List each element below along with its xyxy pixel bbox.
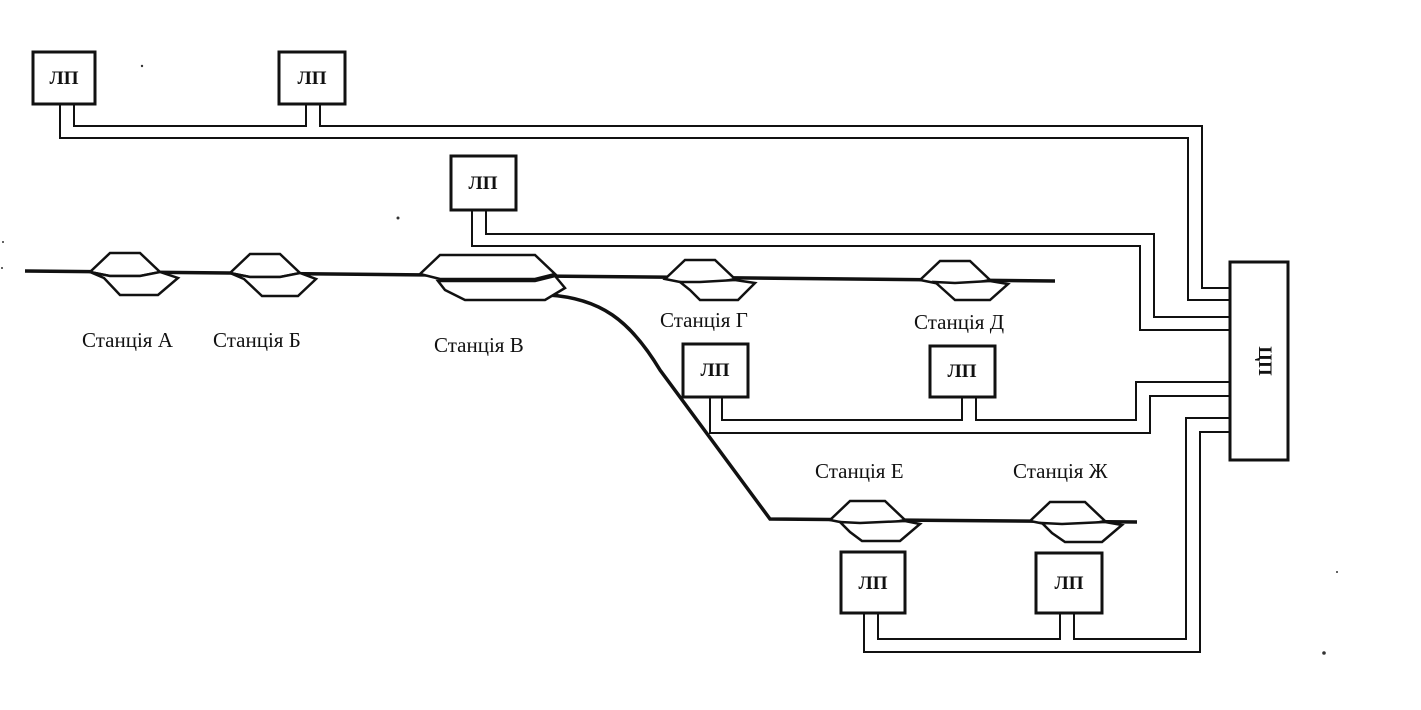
lp-box-station-v-label: ЛП	[469, 173, 498, 194]
station-b-symbol	[227, 252, 303, 279]
lp-box-station-g	[681, 342, 750, 399]
lp-box-station-g-label: ЛП	[701, 360, 730, 381]
wire-gd-inner	[721, 397, 963, 421]
lp-box-station-e-label: ЛП	[859, 573, 888, 594]
wire-v-inner	[485, 210, 1230, 318]
station-b-label: Станція Б	[213, 328, 301, 352]
station-g-symbol-lower	[676, 278, 758, 302]
station-e-symbol-lower	[836, 519, 923, 543]
station-b-symbol-lower	[229, 271, 319, 298]
lp-box-station-zh	[1034, 551, 1104, 615]
station-e-label: Станція Е	[815, 459, 904, 483]
wire-gd-outer	[709, 395, 1230, 434]
scan-specks	[1, 64, 1338, 655]
station-zh-symbol-lower	[1038, 520, 1125, 544]
cp-box-label: ЦП	[1254, 346, 1275, 376]
communication-wires	[59, 104, 1230, 653]
lp-box-station-v	[449, 154, 518, 212]
scan-speck	[1336, 571, 1338, 573]
scan-speck	[2, 241, 4, 243]
line-processors: ЛП ЛП ЛП ЛП ЛП ЛП ЛП	[31, 50, 1104, 615]
station-a-symbol-lower	[89, 270, 181, 297]
station-zh-label: Станція Ж	[1013, 459, 1108, 483]
scan-speck	[1322, 651, 1326, 655]
station-v-label: Станція В	[434, 333, 524, 357]
wire-gd-inner-2	[975, 381, 1230, 421]
wire-top-inner	[73, 104, 307, 127]
cp-box	[1228, 260, 1290, 462]
station-v-symbol-lower	[435, 274, 567, 302]
scan-speck	[140, 64, 144, 68]
lp-box-2	[277, 50, 347, 106]
lp-box-1	[31, 50, 97, 106]
lp-box-station-zh-label: ЛП	[1055, 573, 1084, 594]
wire-top-outer	[59, 104, 1230, 301]
station-labels: Станція А Станція Б Станція В Станція Г …	[82, 308, 1108, 483]
central-processor: ЦП	[1228, 260, 1290, 462]
wire-top-inner-2	[319, 104, 1230, 289]
wire-ezh-outer	[863, 431, 1230, 653]
station-d-symbol-lower	[931, 279, 1011, 302]
station-a-symbol	[87, 251, 163, 278]
wire-ezh-inner-2	[1073, 417, 1230, 640]
lp-box-2-label: ЛП	[298, 68, 327, 89]
branch-track	[547, 293, 1138, 524]
station-d-label: Станція Д	[914, 310, 1004, 334]
station-symbols	[87, 251, 1125, 544]
lp-box-station-d	[928, 344, 997, 399]
scan-speck	[1, 267, 3, 269]
wire-v-outer	[471, 210, 1230, 331]
wire-ezh-inner	[877, 613, 1061, 640]
lp-box-station-d-label: ЛП	[948, 361, 977, 382]
scan-speck	[396, 216, 400, 220]
lp-box-1-label: ЛП	[50, 68, 79, 89]
lp-box-station-e	[839, 550, 907, 615]
station-v-symbol	[417, 253, 558, 281]
station-g-label: Станція Г	[660, 308, 748, 332]
station-a-label: Станція А	[82, 328, 174, 352]
